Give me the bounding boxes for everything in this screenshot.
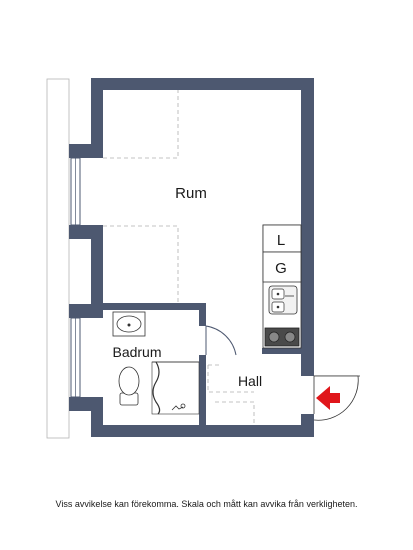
window-upper	[70, 157, 81, 226]
disclaimer-text: Viss avvikelse kan förekomma. Skala och …	[55, 499, 358, 509]
label-freezer: G	[275, 260, 287, 277]
entrance-arrow-icon	[316, 386, 340, 410]
toilet	[118, 366, 140, 406]
freezer	[262, 251, 302, 283]
label-hall: Hall	[238, 373, 262, 389]
window-lower	[70, 317, 81, 398]
shower	[151, 361, 200, 415]
room-dashed-lines	[103, 90, 255, 425]
walls	[69, 78, 314, 437]
label-fridge: L	[277, 232, 285, 249]
bathroom-door	[205, 325, 237, 356]
kitchen-counter	[262, 224, 302, 349]
exterior-strip	[46, 78, 70, 439]
bathroom-sink	[112, 311, 146, 337]
label-badrum: Badrum	[112, 344, 161, 360]
label-rum: Rum	[175, 185, 207, 202]
